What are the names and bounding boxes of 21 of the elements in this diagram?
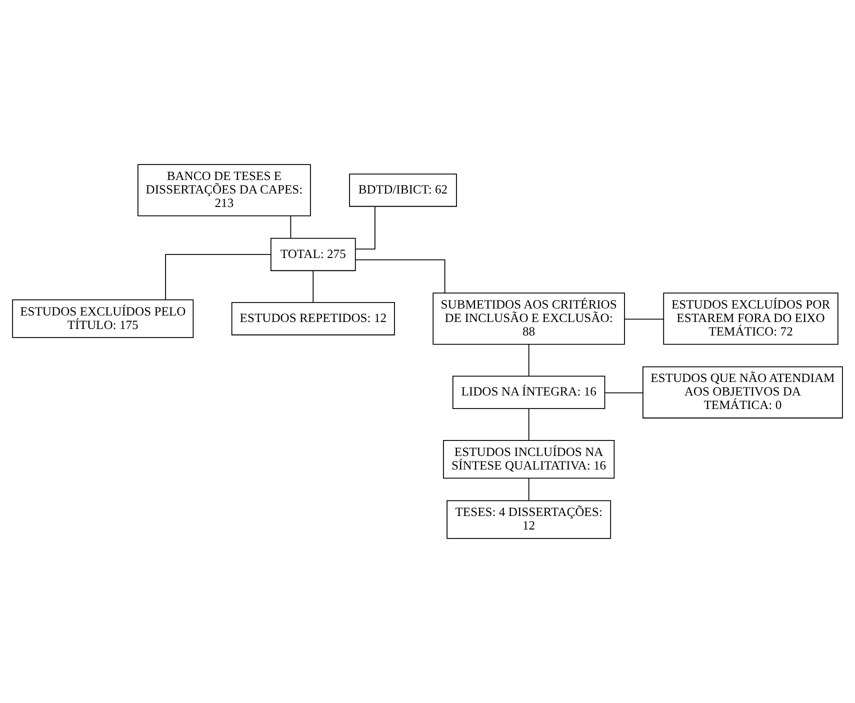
node-box: TOTAL: 275 — [270, 238, 356, 272]
node-box: BANCO DE TESES E DISSERTAÇÕES DA CAPES: 213 — [137, 164, 311, 216]
connector — [624, 318, 664, 320]
connector — [604, 392, 644, 394]
connector — [528, 408, 530, 441]
node-box: BDTD/IBICT: 62 — [349, 174, 457, 207]
connector — [528, 478, 530, 501]
node-box: ESTUDOS EXCLUÍDOS POR ESTAREM FORA DO EIXO TEMÁTICO: 72 — [663, 292, 838, 345]
node-box: ESTUDOS EXCLUÍDOS PELO TÍTULO: 175 — [12, 299, 194, 338]
node-box: ESTUDOS REPETIDOS: 12 — [231, 302, 395, 336]
node-box: TESES: 4 DISSERTAÇÕES: 12 — [446, 500, 612, 539]
node-box: LIDOS NA ÍNTEGRA: 16 — [452, 376, 606, 409]
connector — [355, 259, 446, 294]
node-box: ESTUDOS INCLUÍDOS NA SÍNTESE QUALITATIVA: 16 — [443, 440, 615, 479]
connector — [312, 270, 314, 303]
node-box: SUBMETIDOS AOS CRITÉRIOS DE INCLUSÃO E EXCLUSÃO: 88 — [432, 292, 625, 345]
connector — [355, 206, 376, 250]
node-box: ESTUDOS QUE NÃO ATENDIAM AOS OBJETIVOS DA TEMÁTICA: 0 — [642, 366, 843, 418]
connector — [290, 216, 292, 238]
connector — [528, 344, 530, 376]
connector — [165, 254, 272, 300]
